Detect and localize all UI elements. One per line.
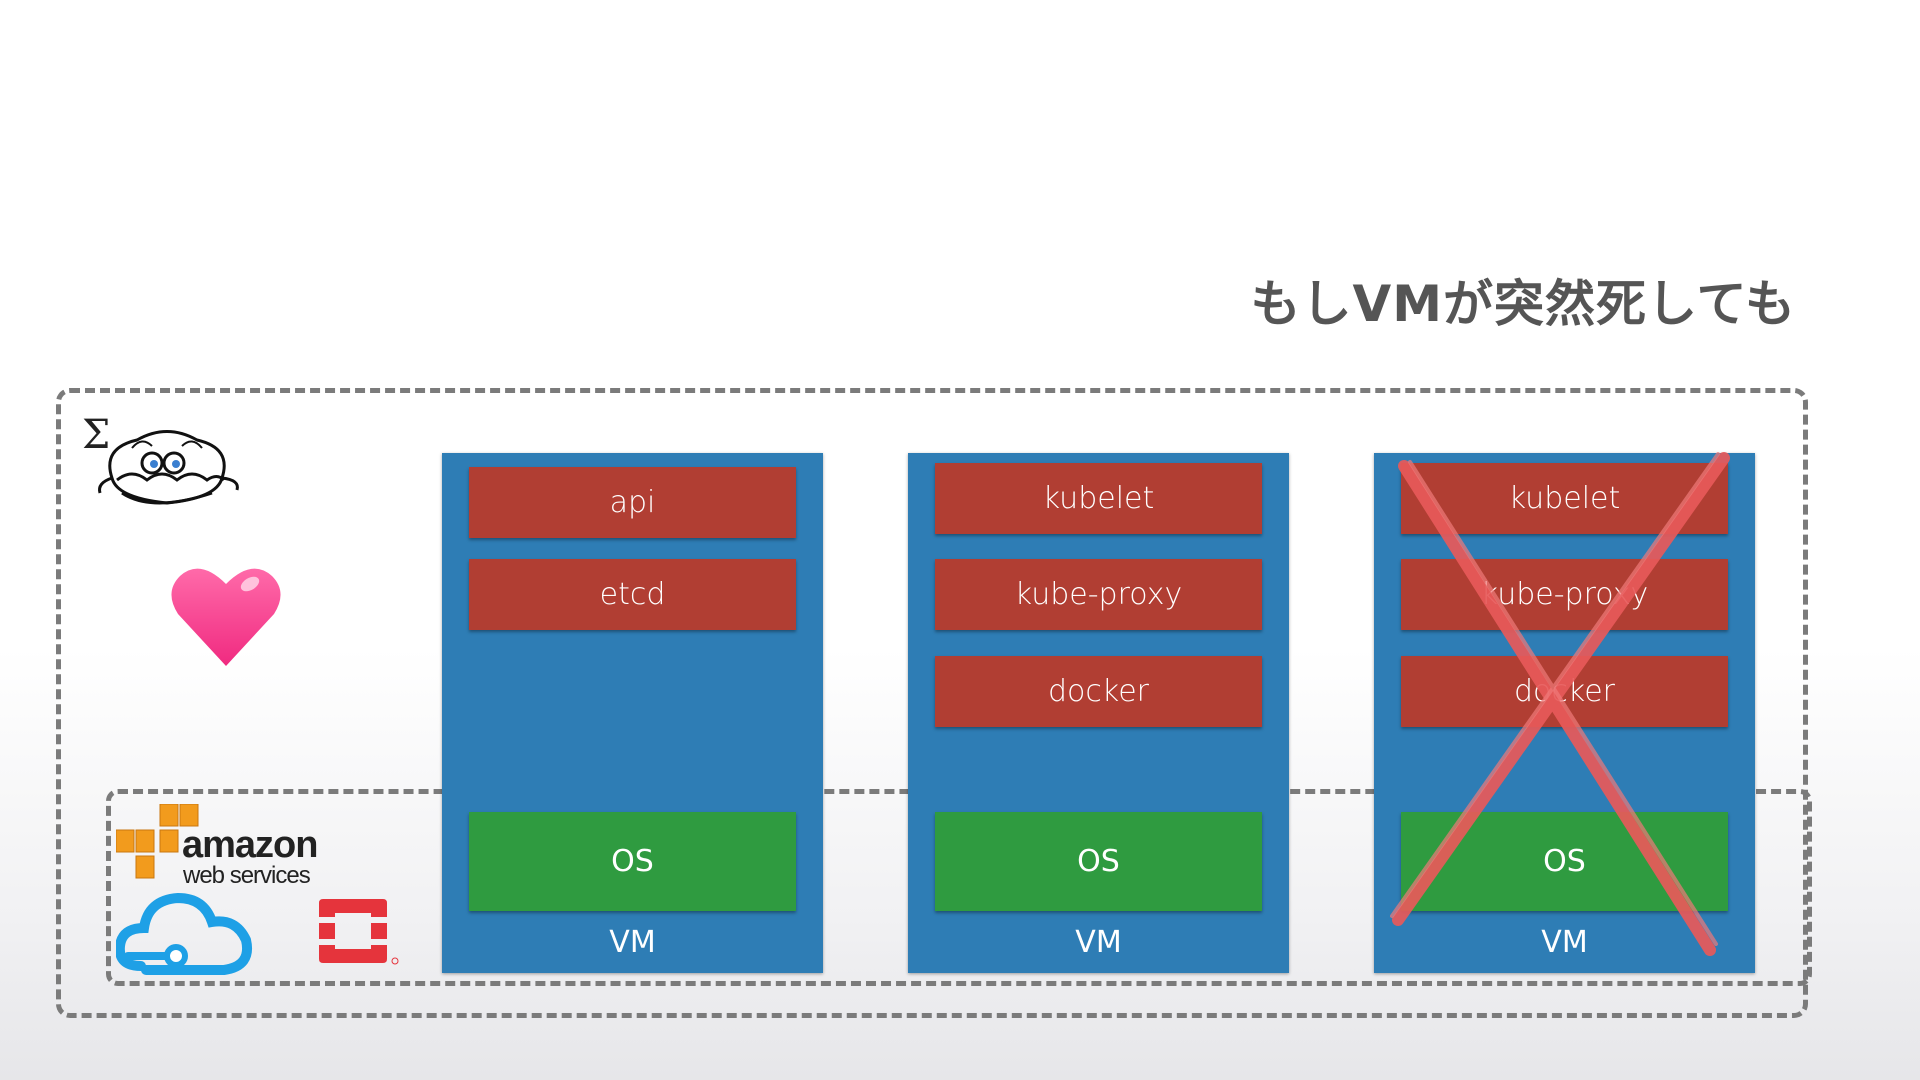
openstack-logo-icon — [319, 899, 399, 965]
aws-logo-icon — [116, 804, 199, 879]
aws-subtitle: web services — [183, 862, 311, 889]
os-block: OS — [935, 812, 1262, 911]
component-docker: docker — [1401, 656, 1728, 727]
component-kubelet: kubelet — [935, 463, 1262, 534]
component-kube-proxy: kube-proxy — [1401, 559, 1728, 630]
slide-title: もしVMが突然死しても — [1250, 275, 1796, 333]
azure-cloud-icon — [116, 892, 252, 975]
cluster-boundary — [56, 388, 1808, 1018]
component-etcd: etcd — [469, 559, 796, 630]
vm-3-failed: kubelet kube-proxy docker OS VM — [1374, 453, 1755, 973]
aws-wordmark: amazon — [182, 824, 318, 866]
component-api: api — [469, 467, 796, 538]
vm-label: VM — [1075, 925, 1122, 960]
vm-label: VM — [1541, 925, 1588, 960]
vm-label: VM — [609, 925, 656, 960]
sigma-symbol: Σ — [82, 412, 111, 458]
os-block: OS — [469, 812, 796, 911]
os-block: OS — [1401, 812, 1728, 911]
component-kubelet: kubelet — [1401, 463, 1728, 534]
vm-1: api etcd OS VM — [442, 453, 823, 973]
heart-icon — [171, 568, 281, 666]
component-docker: docker — [935, 656, 1262, 727]
vm-2: kubelet kube-proxy docker OS VM — [908, 453, 1289, 973]
component-kube-proxy: kube-proxy — [935, 559, 1262, 630]
octopus-in-clam-icon — [98, 430, 239, 505]
